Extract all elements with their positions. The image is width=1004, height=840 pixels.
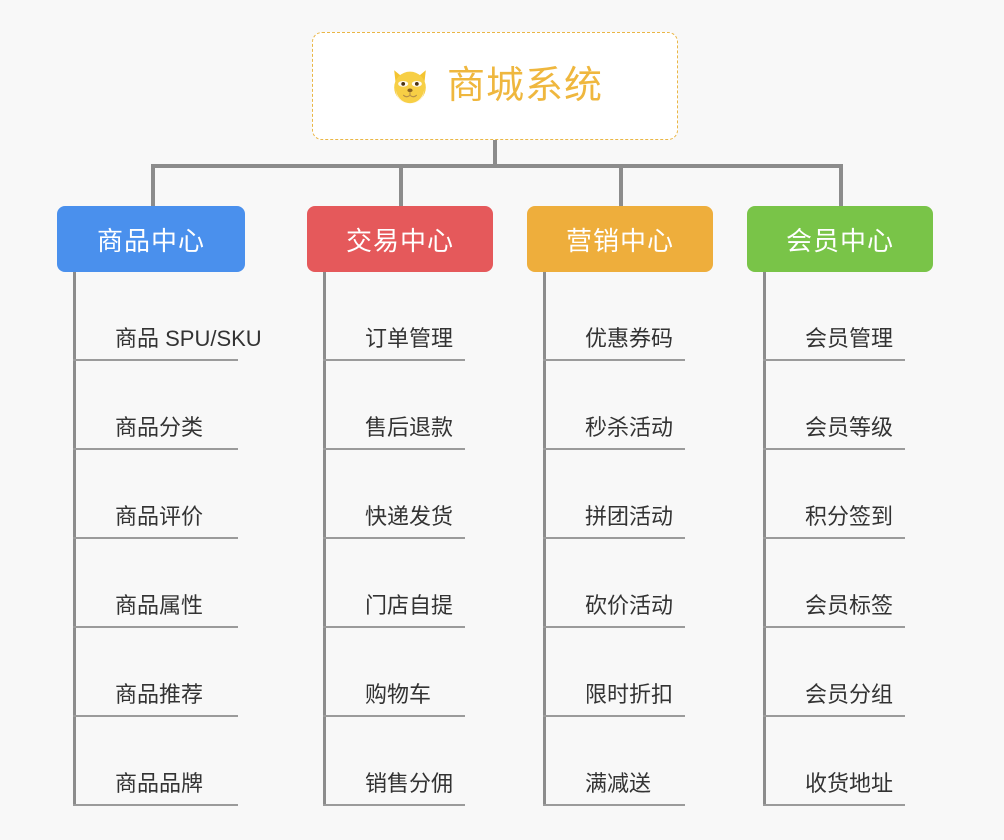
leaf-underline xyxy=(543,448,685,450)
root-title: 商城系统 xyxy=(446,65,603,107)
leaf-underline xyxy=(763,715,905,717)
leaf-item-label: 商品 SPU/SKU xyxy=(115,326,262,351)
category-label: 交易中心 xyxy=(345,225,454,256)
leaf-item[interactable]: 会员管理 xyxy=(763,272,965,361)
category-box-1[interactable]: 商品中心 xyxy=(57,206,245,272)
leaf-item[interactable]: 订单管理 xyxy=(323,272,525,361)
trunk-drop-4 xyxy=(839,164,843,208)
leaf-item[interactable]: 购物车 xyxy=(323,628,525,717)
leaf-underline xyxy=(323,537,465,539)
leaf-underline xyxy=(763,804,905,806)
leaf-item-label: 商品推荐 xyxy=(115,682,204,707)
category-label: 会员中心 xyxy=(785,225,894,256)
leaf-column-3: 优惠券码秒杀活动拼团活动砍价活动限时折扣满减送 xyxy=(543,272,745,806)
leaf-item[interactable]: 商品分类 xyxy=(73,361,298,450)
leaf-item[interactable]: 门店自提 xyxy=(323,539,525,628)
category-box-3[interactable]: 营销中心 xyxy=(527,206,713,272)
trunk-drop-1 xyxy=(151,164,155,208)
leaf-item-label: 售后退款 xyxy=(365,415,454,440)
leaf-underline xyxy=(763,626,905,628)
leaf-column-2: 订单管理售后退款快递发货门店自提购物车销售分佣 xyxy=(323,272,525,806)
leaf-underline xyxy=(763,537,905,539)
leaf-item-label: 秒杀活动 xyxy=(585,415,674,440)
trunk-drop-3 xyxy=(619,164,623,208)
category-label: 营销中心 xyxy=(565,225,674,256)
leaf-underline xyxy=(73,804,238,806)
leaf-item[interactable]: 快递发货 xyxy=(323,450,525,539)
leaf-item[interactable]: 销售分佣 xyxy=(323,717,525,806)
leaf-item-label: 会员管理 xyxy=(805,326,894,351)
leaf-item-label: 砍价活动 xyxy=(585,593,674,618)
leaf-underline xyxy=(73,537,238,539)
leaf-item[interactable]: 会员等级 xyxy=(763,361,965,450)
shiba-dog-icon xyxy=(387,63,433,109)
leaf-underline xyxy=(543,804,685,806)
leaf-underline xyxy=(323,448,465,450)
category-box-2[interactable]: 交易中心 xyxy=(307,206,493,272)
leaf-item[interactable]: 优惠券码 xyxy=(543,272,745,361)
leaf-underline xyxy=(323,359,465,361)
trunk-horizontal-bar xyxy=(151,164,842,168)
leaf-item[interactable]: 限时折扣 xyxy=(543,628,745,717)
leaf-item-label: 销售分佣 xyxy=(365,771,454,796)
leaf-item[interactable]: 商品品牌 xyxy=(73,717,298,806)
trunk-drop-2 xyxy=(399,164,403,208)
leaf-item[interactable]: 售后退款 xyxy=(323,361,525,450)
leaf-item-label: 商品评价 xyxy=(115,504,204,529)
leaf-item-label: 购物车 xyxy=(365,682,432,707)
leaf-item[interactable]: 满减送 xyxy=(543,717,745,806)
leaf-item[interactable]: 秒杀活动 xyxy=(543,361,745,450)
leaf-item-label: 会员等级 xyxy=(805,415,894,440)
leaf-underline xyxy=(543,359,685,361)
leaf-underline xyxy=(543,626,685,628)
leaf-item-label: 满减送 xyxy=(585,771,652,796)
leaf-underline xyxy=(73,715,238,717)
leaf-item-label: 商品属性 xyxy=(115,593,204,618)
leaf-item-label: 商品分类 xyxy=(115,415,204,440)
leaf-underline xyxy=(323,804,465,806)
leaf-underline xyxy=(543,715,685,717)
trunk-stem xyxy=(493,140,497,168)
leaf-underline xyxy=(73,359,238,361)
leaf-item[interactable]: 积分签到 xyxy=(763,450,965,539)
leaf-item[interactable]: 商品推荐 xyxy=(73,628,298,717)
leaf-underline xyxy=(323,626,465,628)
leaf-item-label: 会员分组 xyxy=(805,682,894,707)
leaf-item-label: 商品品牌 xyxy=(115,771,204,796)
leaf-item[interactable]: 商品属性 xyxy=(73,539,298,628)
leaf-item[interactable]: 砍价活动 xyxy=(543,539,745,628)
leaf-underline xyxy=(763,359,905,361)
leaf-underline xyxy=(763,448,905,450)
leaf-underline xyxy=(73,448,238,450)
leaf-item[interactable]: 商品 SPU/SKU xyxy=(73,272,298,361)
leaf-item-label: 快递发货 xyxy=(365,504,454,529)
leaf-column-1: 商品 SPU/SKU 商品分类商品评价商品属性商品推荐商品品牌 xyxy=(73,272,298,806)
leaf-spine xyxy=(763,272,766,806)
leaf-underline xyxy=(323,715,465,717)
leaf-underline xyxy=(73,626,238,628)
category-label: 商品中心 xyxy=(96,225,205,256)
leaf-item[interactable]: 商品评价 xyxy=(73,450,298,539)
category-box-4[interactable]: 会员中心 xyxy=(747,206,933,272)
leaf-spine xyxy=(543,272,546,806)
leaf-item-label: 收货地址 xyxy=(805,771,894,796)
leaf-underline xyxy=(543,537,685,539)
leaf-item[interactable]: 会员标签 xyxy=(763,539,965,628)
leaf-item[interactable]: 收货地址 xyxy=(763,717,965,806)
leaf-item-label: 积分签到 xyxy=(805,504,894,529)
leaf-item-label: 限时折扣 xyxy=(585,682,674,707)
leaf-item-label: 订单管理 xyxy=(365,326,454,351)
leaf-item-label: 会员标签 xyxy=(805,593,894,618)
leaf-spine xyxy=(73,272,76,806)
leaf-item-label: 拼团活动 xyxy=(585,504,674,529)
leaf-item[interactable]: 会员分组 xyxy=(763,628,965,717)
leaf-spine xyxy=(323,272,326,806)
leaf-item-label: 门店自提 xyxy=(365,593,454,618)
leaf-item[interactable]: 拼团活动 xyxy=(543,450,745,539)
leaf-item-label: 优惠券码 xyxy=(585,326,674,351)
leaf-column-4: 会员管理会员等级积分签到会员标签会员分组收货地址 xyxy=(763,272,965,806)
root-node[interactable]: 商城系统 xyxy=(312,32,678,140)
